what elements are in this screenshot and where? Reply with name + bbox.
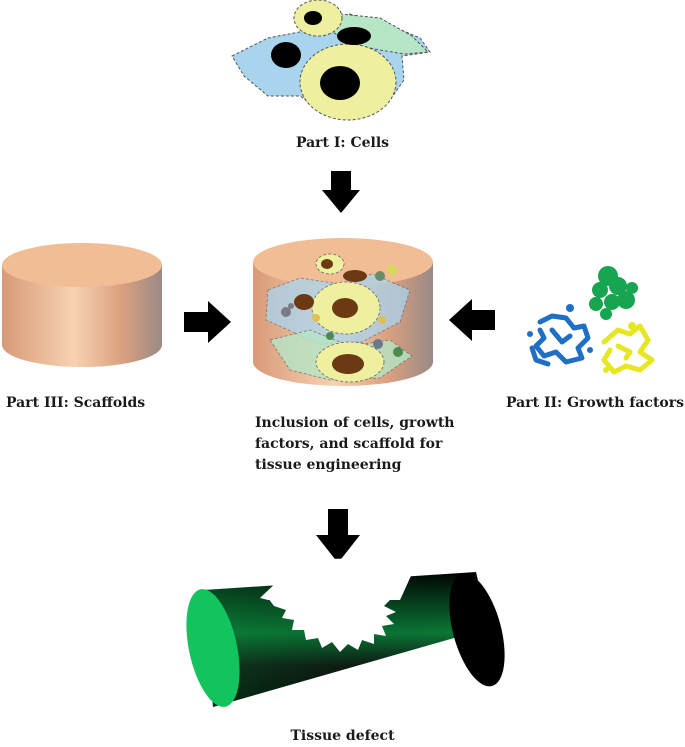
arrow-left-icon [449,299,495,341]
arrow-right-icon [184,301,231,343]
growth-factors-icon [527,266,655,375]
tissue-construct-icon [253,238,433,386]
arrow-down-icon [316,509,360,563]
cells-label: Part I: Cells [295,135,390,151]
growth-factors-label: Part II: Growth factors [506,395,685,411]
tissue-defect-label: Tissue defect [290,728,395,744]
cells-icon [231,0,431,121]
tissue-defect-icon [186,556,505,707]
scaffold-icon [2,243,162,367]
scaffolds-label: Part III: Scaffolds [6,395,146,411]
arrow-down-icon [322,171,360,213]
inclusion-label: Inclusion of cells, growth factors, and … [255,415,455,473]
